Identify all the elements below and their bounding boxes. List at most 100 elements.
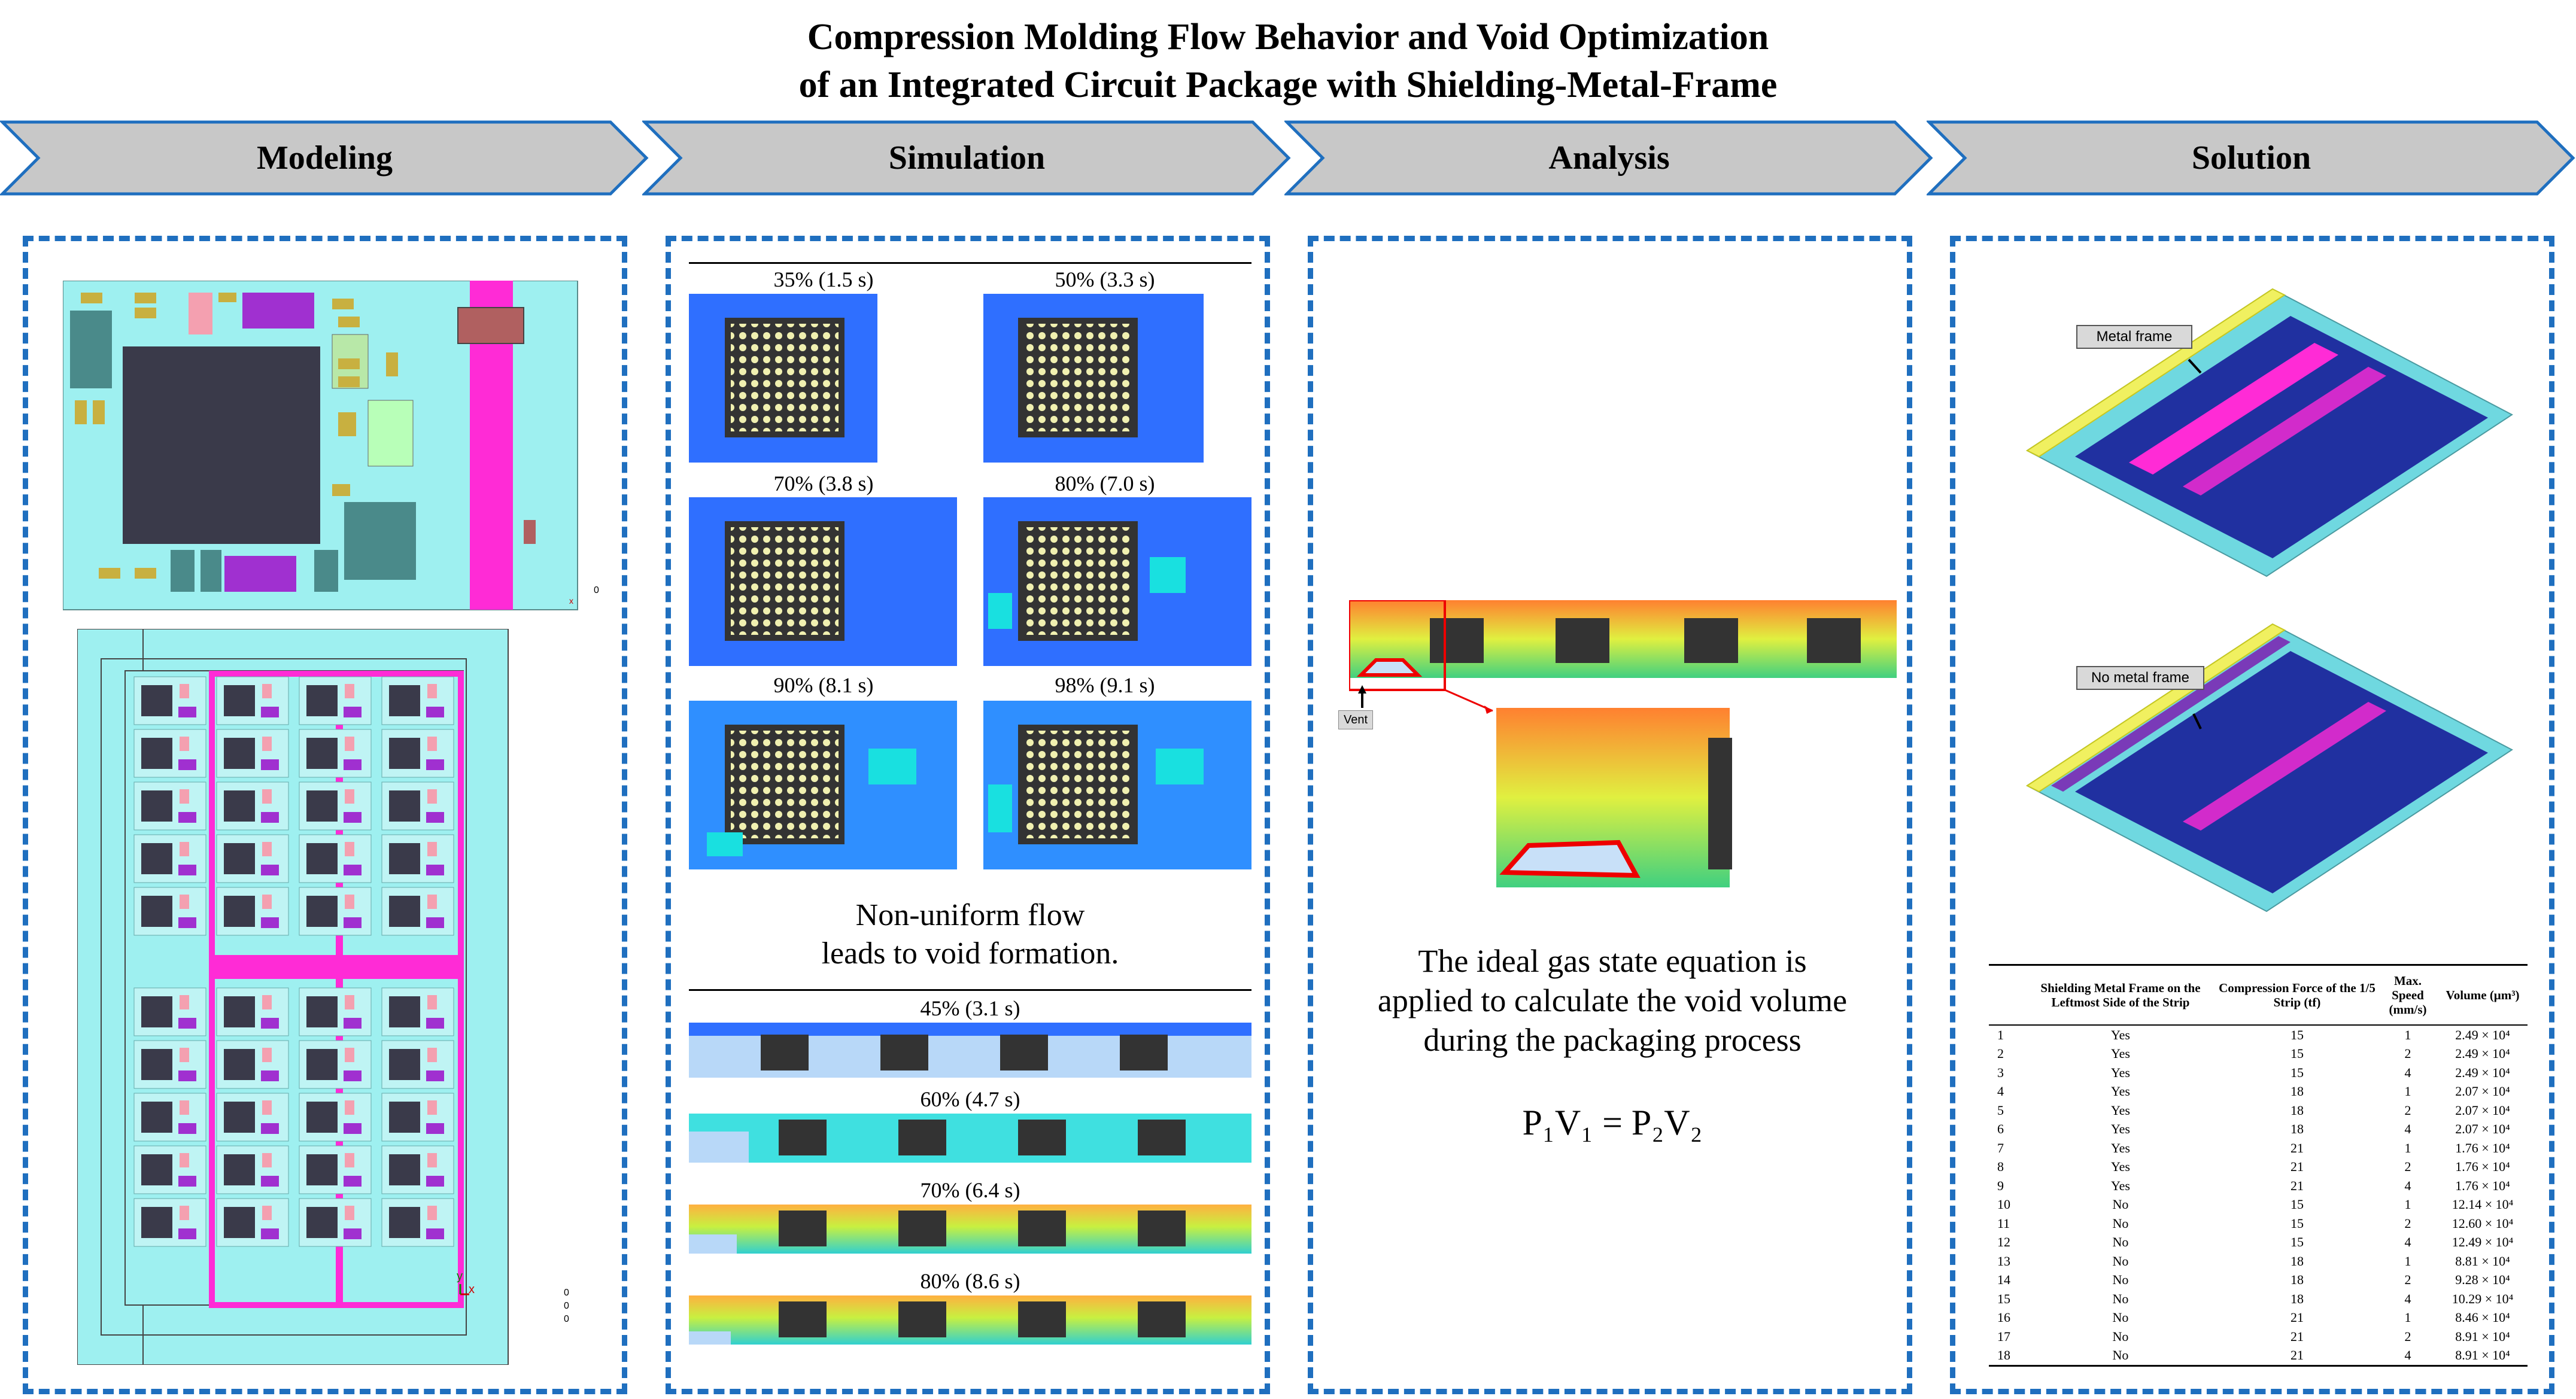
- table-cell: No: [2112, 1272, 2129, 1287]
- package-unit: [133, 834, 206, 883]
- table-cell: 10: [1997, 1197, 2010, 1212]
- table-cell: 11: [1997, 1215, 2010, 1231]
- stage-modeling: Modeling: [0, 120, 649, 196]
- table-cell: 12.49 × 10⁴: [2452, 1234, 2514, 1249]
- table-cell: 4: [2404, 1065, 2411, 1080]
- side-label-80: 80% (8.6 s): [920, 1269, 1020, 1293]
- table-cell: Yes: [2110, 1159, 2130, 1174]
- package-unit: [133, 1145, 206, 1194]
- gas-equation-text: The ideal gas state equation is applied …: [1325, 941, 1900, 1060]
- table-cell: 15: [2291, 1046, 2304, 1061]
- table-cell: 4: [2404, 1348, 2411, 1362]
- simulation-panel: 35% (1.5 s) 50% (3.3 s) 70% (3.8 s) 80% …: [666, 236, 1270, 1394]
- package-unit: [216, 834, 289, 883]
- side-view-flow-frames: [689, 1023, 1251, 1345]
- table-cell: Yes: [2110, 1121, 2130, 1136]
- table-cell: 16: [1997, 1310, 2010, 1325]
- stage-label: Modeling: [256, 139, 393, 177]
- package-unit: [216, 987, 289, 1036]
- table-cell: 21: [2291, 1310, 2304, 1325]
- chevron-shape: [1284, 120, 1933, 196]
- package-unit: [299, 1093, 372, 1142]
- table-cell: No: [2112, 1253, 2129, 1269]
- table-cell: 12: [1997, 1234, 2010, 1249]
- table-cell: 2: [1997, 1046, 2004, 1061]
- table-cell: 3: [1997, 1065, 2004, 1080]
- metal-frame-callout: Metal frame: [2076, 325, 2192, 349]
- analysis-panel: Vent The ideal gas state equation is app…: [1308, 236, 1912, 1394]
- package-unit: [381, 1198, 454, 1247]
- table-cell: 2.49 × 10⁴: [2455, 1065, 2510, 1080]
- table-cell: 4: [2404, 1291, 2411, 1306]
- table-header-index: [1989, 965, 2025, 1025]
- package-unit: [381, 1040, 454, 1089]
- package-unit: [133, 676, 206, 725]
- package-unit: [299, 1198, 372, 1247]
- package-unit: [299, 834, 372, 883]
- strip-with-metal-frame: [2026, 288, 2513, 577]
- package-unit: [381, 887, 454, 936]
- table-cell: 5: [1997, 1102, 2004, 1118]
- table-cell: 2: [2404, 1046, 2411, 1061]
- table-cell: 8.46 × 10⁴: [2455, 1310, 2510, 1325]
- table-cell: 2: [2404, 1159, 2411, 1174]
- package-unit: [133, 781, 206, 831]
- table-cell: 21: [2291, 1159, 2304, 1174]
- table-cell: Yes: [2110, 1178, 2130, 1193]
- axis-label-y: y: [457, 1270, 463, 1283]
- package-unit: [216, 1093, 289, 1142]
- table-header-speed: Max. Speed (mm/s): [2389, 973, 2427, 1017]
- table-cell: 15: [2291, 1215, 2304, 1231]
- callout-arrow-nometal: [2192, 713, 2202, 729]
- package-unit: [133, 987, 206, 1036]
- strip-unit-grid: [133, 676, 454, 1247]
- package-unit: [299, 729, 372, 778]
- top-rule: [689, 262, 1251, 264]
- axis-label-x: x: [469, 1283, 475, 1296]
- table-cell: 1.76 × 10⁴: [2455, 1159, 2510, 1174]
- table-cell: 4: [1997, 1084, 2004, 1099]
- package-unit: [381, 834, 454, 883]
- table-header-volume: Volume (μm³): [2446, 987, 2520, 1002]
- side-frame-45: [689, 1023, 1251, 1078]
- table-cell: No: [2112, 1328, 2129, 1344]
- table-cell: 18: [2291, 1291, 2304, 1306]
- table-cell: 18: [2291, 1253, 2304, 1269]
- callout-arrow-metal: [2188, 358, 2202, 374]
- package-unit: [216, 1145, 289, 1194]
- package-unit: [216, 887, 289, 936]
- gas-text-line-2: applied to calculate the void volume: [1377, 983, 1848, 1018]
- table-cell: 4: [2404, 1121, 2411, 1136]
- package-unit: [299, 1040, 372, 1089]
- package-unit: [381, 729, 454, 778]
- axis-origin-value: 0: [594, 585, 599, 595]
- package-unit: [133, 1093, 206, 1142]
- table-cell: 18: [2291, 1121, 2304, 1136]
- table-cell: 8.91 × 10⁴: [2455, 1328, 2510, 1344]
- table-cell: 18: [2291, 1272, 2304, 1287]
- table-cell: Yes: [2110, 1065, 2130, 1080]
- table-cell: 8.91 × 10⁴: [2455, 1348, 2510, 1362]
- table-header-frame: Shielding Metal Frame on the Leftmost Si…: [2040, 980, 2201, 1009]
- flow-caption-line-2: leads to void formation.: [821, 936, 1119, 971]
- axis-value-1: 0: [564, 1288, 569, 1298]
- chevron-shape: [0, 120, 649, 196]
- package-unit: [299, 987, 372, 1036]
- table-cell: Yes: [2110, 1084, 2130, 1099]
- gas-text-line-3: during the packaging process: [1423, 1022, 1802, 1058]
- table-cell: 14: [1997, 1272, 2010, 1287]
- modeling-panel: x 0 x y 0 0 0: [23, 236, 627, 1394]
- stage-simulation: Simulation: [642, 120, 1292, 196]
- package-unit: [381, 781, 454, 831]
- table-cell: 4: [2404, 1178, 2411, 1193]
- table-cell: No: [2112, 1197, 2129, 1212]
- top-view-flow-frames: [689, 294, 1251, 869]
- table-cell: 2.07 × 10⁴: [2455, 1102, 2510, 1118]
